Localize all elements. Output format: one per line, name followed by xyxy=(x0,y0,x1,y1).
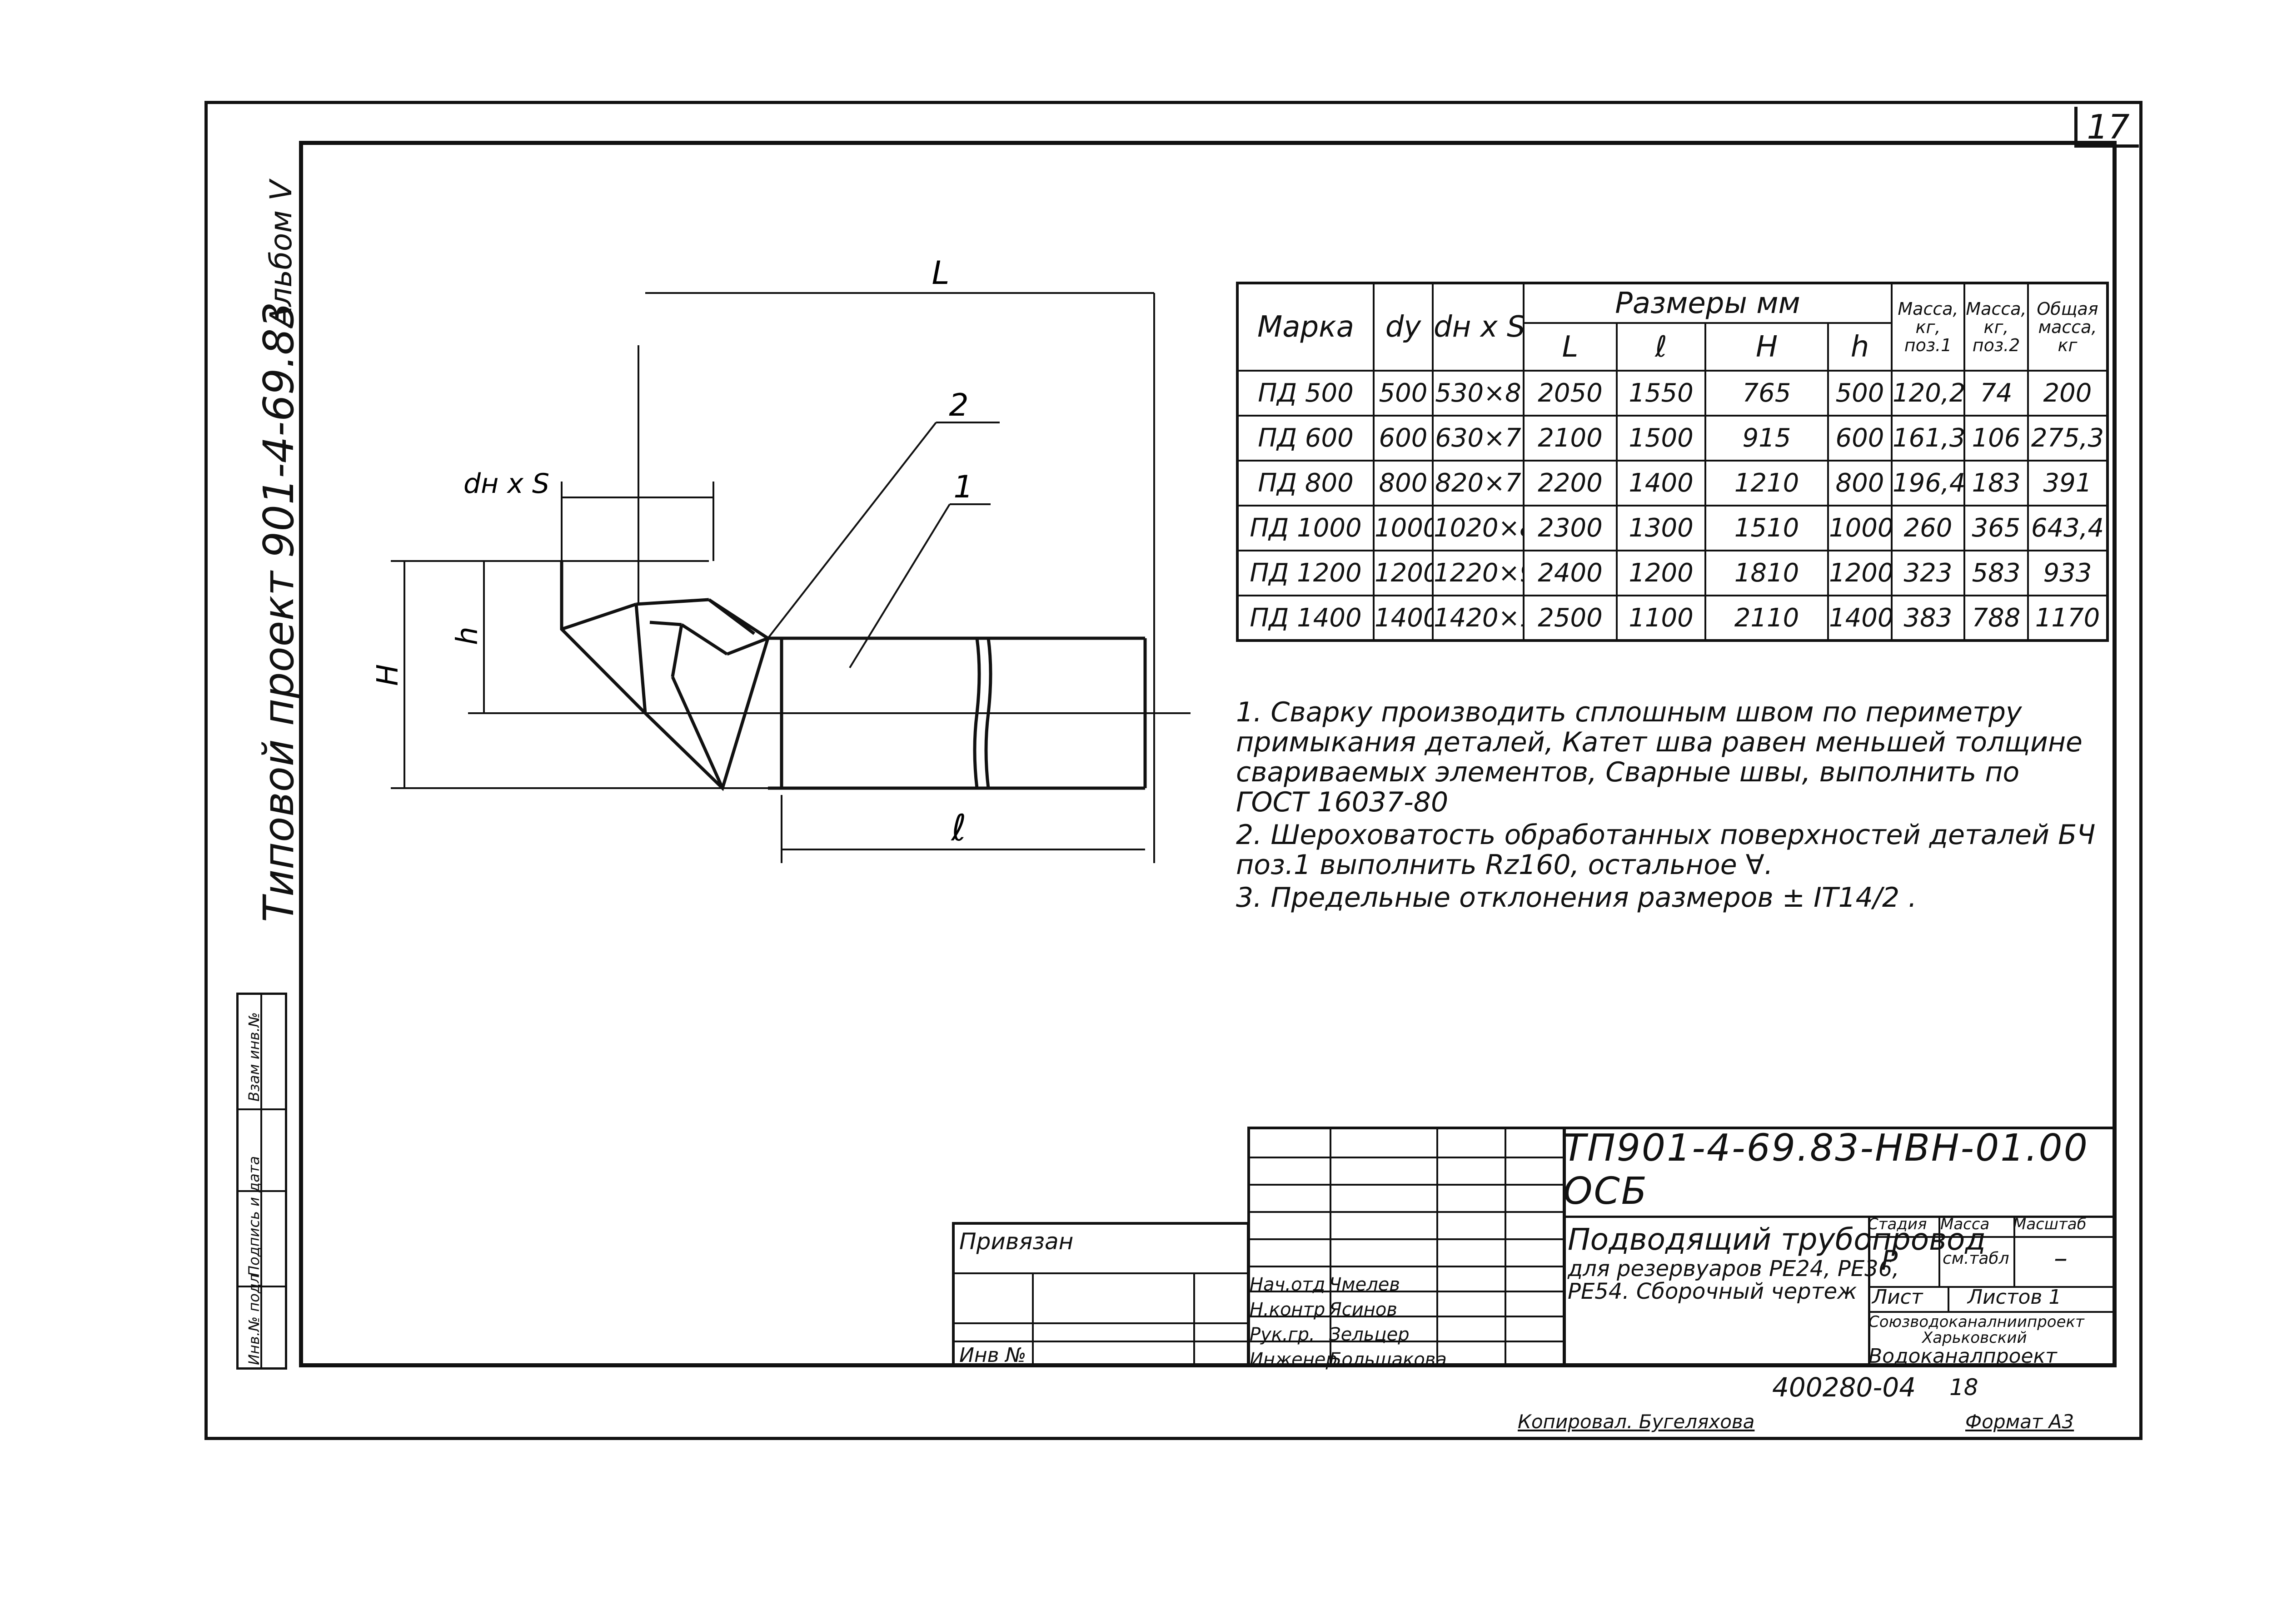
col-sizes: Размеры мм xyxy=(1523,282,1893,324)
title-main: Подводящий трубопровод xyxy=(1568,1222,1986,1257)
col-H: H xyxy=(1704,322,1829,372)
podpis-data-label: Подпись и дата xyxy=(245,1156,263,1276)
dim-l-label: ℓ xyxy=(950,807,966,849)
signature-row: Рук.гр.Зельцер xyxy=(1250,1324,1410,1345)
table-row: ПД 120012001220×924001200181012003235839… xyxy=(1236,550,2108,596)
kopiroval-label: Копировал. Бугеляхова xyxy=(1518,1410,1755,1433)
elbow-outline xyxy=(560,561,770,791)
org-name-2: Харьковский xyxy=(1922,1329,2027,1347)
title-sub-2: РЕ54. Сборочный чертеж xyxy=(1568,1279,1857,1304)
technical-notes: 1. Сварку производить сплошным швом по п… xyxy=(1236,697,2099,915)
col-h: h xyxy=(1827,322,1893,372)
stadiya-label: Стадия xyxy=(1868,1215,1927,1233)
dim-h-label: h xyxy=(451,626,484,645)
note-3: 3. Предельные отклонения размеров ± IT14… xyxy=(1236,882,1917,914)
table-row: ПД 140014001420×102500110021101400383788… xyxy=(1236,595,2108,641)
org-name-3: Водоканалпроект xyxy=(1868,1345,2057,1368)
listov-label: Листов 1 xyxy=(1968,1286,2062,1309)
masshtab-value: – xyxy=(2054,1242,2068,1274)
page-number: 18 xyxy=(1949,1374,1978,1401)
inv-podl-label: Инв.№ подл xyxy=(245,1274,263,1365)
massa-value: см.табл xyxy=(1943,1249,2009,1268)
title-block xyxy=(1563,1127,2115,1367)
document-code: ТП901-4-69.83-НВН-01.00 ОСБ xyxy=(1563,1127,2089,1213)
massa-label: Масса xyxy=(1940,1215,1990,1233)
sheet-number: 17 xyxy=(2074,107,2139,148)
specification-table: Марка dy dн x S Размеры мм Масса, кг, по… xyxy=(1236,282,2109,642)
dim-H-label: H xyxy=(371,664,405,686)
list-label: Лист xyxy=(1872,1286,1923,1309)
col-dy: dy xyxy=(1373,282,1434,372)
privyazan-block: Привязан Инв № xyxy=(952,1222,1250,1367)
privyazan-label: Привязан xyxy=(959,1228,1074,1255)
col-l: ℓ xyxy=(1616,322,1706,372)
vzam-inv-label: Взам инв.№ xyxy=(245,1012,263,1102)
stadiya-value: Р xyxy=(1881,1245,1898,1276)
note-1: 1. Сварку производить сплошным швом по п… xyxy=(1236,696,2083,818)
col-total-mass: Общая масса, кг xyxy=(2027,282,2108,372)
left-stamp-strip xyxy=(236,993,287,1370)
note-2: 2. Шероховатость обработанных поверхност… xyxy=(1236,819,2096,881)
pipe-assembly-drawing: L dн x S h H ℓ 2 1 xyxy=(371,254,1191,863)
title-sub-1: для резервуаров РЕ24, РЕ36, xyxy=(1568,1256,1899,1281)
col-mass-pos2: Масса, кг, поз.2 xyxy=(1963,282,2029,372)
col-mass-pos1: Масса, кг, поз.1 xyxy=(1891,282,1965,372)
format-label: Формат А3 xyxy=(1965,1410,2074,1433)
dim-L-label: L xyxy=(932,254,950,292)
table-row: ПД 100010001020×823001300151010002603656… xyxy=(1236,505,2108,551)
position-2-label: 2 xyxy=(949,387,968,423)
col-L: L xyxy=(1523,322,1618,372)
position-1-label: 1 xyxy=(953,469,973,505)
col-dn-s: dн x S xyxy=(1432,282,1525,372)
outer-frame xyxy=(204,101,2142,1440)
col-marka: Марка xyxy=(1236,282,1375,372)
archive-number: 400280-04 xyxy=(1772,1372,1916,1403)
org-name-1: Союзводоканалниипроект xyxy=(1868,1313,2084,1331)
masshtab-label: Масштаб xyxy=(2013,1215,2087,1233)
dim-dn-s-label: dн x S xyxy=(463,468,549,500)
inv-no-label: Инв № xyxy=(959,1344,1026,1367)
